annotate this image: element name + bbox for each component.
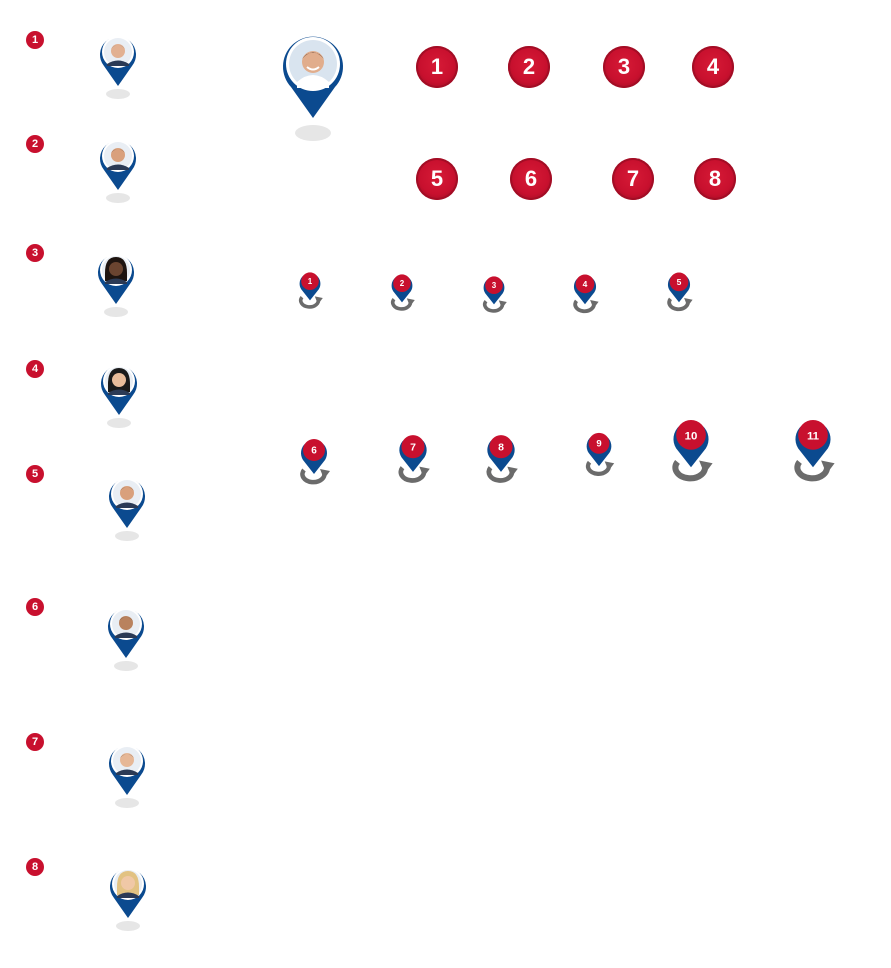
rotate-pin-label: 6 bbox=[311, 446, 317, 457]
pin-shadow bbox=[115, 798, 139, 808]
number-badge-6: 6 bbox=[510, 158, 552, 200]
step-badge-label: 6 bbox=[31, 601, 39, 613]
step-badge-3: 3 bbox=[26, 244, 44, 262]
number-badge-7: 7 bbox=[612, 158, 654, 200]
rotate-arrow-icon bbox=[585, 460, 615, 476]
badge-label: 4 bbox=[706, 54, 720, 79]
woman-icon bbox=[114, 870, 142, 898]
rotate-pin-label: 10 bbox=[685, 431, 698, 443]
rotate-pin-label: 4 bbox=[583, 279, 588, 289]
rotate-pin-label: 3 bbox=[492, 281, 497, 290]
number-badge-1: 1 bbox=[416, 46, 458, 88]
rotate-pin-1: 1 bbox=[294, 270, 326, 310]
rotate-pin-6: 6 bbox=[294, 436, 334, 486]
man-icon bbox=[113, 480, 141, 508]
avatar-pin-2 bbox=[98, 137, 138, 207]
rotate-pin-11: 11 bbox=[786, 416, 840, 484]
pin-shadow bbox=[107, 418, 131, 428]
step-badge-2: 2 bbox=[26, 135, 44, 153]
rotate-pin-7: 7 bbox=[392, 432, 434, 485]
badge-label: 2 bbox=[522, 54, 536, 79]
step-badge-label: 5 bbox=[31, 468, 39, 480]
man-icon bbox=[289, 40, 337, 88]
rotate-pin-9: 9 bbox=[580, 430, 618, 478]
badge-label: 5 bbox=[430, 166, 444, 191]
number-badge-5: 5 bbox=[416, 158, 458, 200]
rotate-pin-label: 7 bbox=[410, 441, 416, 453]
rotate-pin-8: 8 bbox=[480, 432, 522, 485]
avatar-pin-7 bbox=[107, 742, 147, 812]
badge-label: 1 bbox=[430, 54, 444, 79]
man-icon bbox=[104, 38, 132, 66]
rotate-arrow-icon bbox=[672, 459, 713, 482]
avatar-pin-3 bbox=[96, 251, 136, 321]
pin-shadow bbox=[116, 921, 140, 931]
rotate-pin-4: 4 bbox=[568, 272, 602, 315]
rotate-pin-label: 2 bbox=[400, 279, 405, 288]
step-badge-label: 3 bbox=[31, 247, 39, 259]
step-badge-4: 4 bbox=[26, 360, 44, 378]
rotate-arrow-icon bbox=[486, 466, 518, 483]
avatar-pin-8 bbox=[108, 865, 148, 935]
step-badge-8: 8 bbox=[26, 858, 44, 876]
avatar-pin-4 bbox=[99, 362, 139, 432]
pin-shadow bbox=[106, 89, 130, 99]
badge-label: 6 bbox=[524, 166, 538, 191]
rotate-pin-label: 9 bbox=[596, 439, 601, 450]
rotate-pin-5: 5 bbox=[662, 270, 696, 313]
badge-label: 3 bbox=[617, 54, 631, 79]
step-badge-7: 7 bbox=[26, 733, 44, 751]
woman-icon bbox=[105, 367, 133, 395]
avatar-pin-6 bbox=[106, 605, 146, 675]
rotate-arrow-icon bbox=[482, 300, 507, 313]
rotate-arrow-icon bbox=[398, 466, 430, 483]
step-badge-label: 2 bbox=[31, 138, 39, 150]
man-icon bbox=[104, 142, 132, 170]
rotate-pin-10: 10 bbox=[664, 416, 718, 484]
avatar-pin-1 bbox=[98, 33, 138, 103]
badge-label: 8 bbox=[708, 166, 722, 191]
rotate-arrow-icon bbox=[573, 299, 599, 314]
number-badge-3: 3 bbox=[603, 46, 645, 88]
pin-shadow bbox=[115, 531, 139, 541]
pin-shadow bbox=[295, 125, 331, 141]
rotate-pin-3: 3 bbox=[478, 274, 510, 314]
rotate-pin-label: 11 bbox=[807, 431, 820, 443]
step-badge-1: 1 bbox=[26, 31, 44, 49]
number-badge-8: 8 bbox=[694, 158, 736, 200]
pin-shadow bbox=[104, 307, 128, 317]
number-badge-4: 4 bbox=[692, 46, 734, 88]
rotate-arrow-icon bbox=[794, 459, 835, 482]
rotate-pin-2: 2 bbox=[386, 272, 418, 312]
man-icon bbox=[112, 610, 140, 638]
pin-shadow bbox=[106, 193, 130, 203]
rotate-arrow-icon bbox=[298, 296, 323, 309]
step-badge-label: 4 bbox=[31, 363, 39, 375]
woman-icon bbox=[102, 256, 130, 284]
pin-shadow bbox=[114, 661, 138, 671]
man-icon bbox=[113, 747, 141, 775]
rotate-pin-label: 1 bbox=[308, 277, 313, 286]
rotate-pin-label: 5 bbox=[677, 277, 682, 287]
step-badge-6: 6 bbox=[26, 598, 44, 616]
step-badge-5: 5 bbox=[26, 465, 44, 483]
badge-label: 7 bbox=[626, 166, 640, 191]
step-badge-label: 8 bbox=[31, 861, 39, 873]
rotate-arrow-icon bbox=[667, 297, 693, 312]
rotate-arrow-icon bbox=[390, 298, 415, 311]
avatar-pin-5 bbox=[107, 475, 147, 545]
rotate-pin-label: 8 bbox=[498, 441, 504, 453]
large-avatar-pin bbox=[279, 32, 347, 144]
step-badge-label: 1 bbox=[31, 34, 39, 46]
rotate-arrow-icon bbox=[300, 468, 330, 485]
step-badge-label: 7 bbox=[31, 736, 39, 748]
number-badge-2: 2 bbox=[508, 46, 550, 88]
